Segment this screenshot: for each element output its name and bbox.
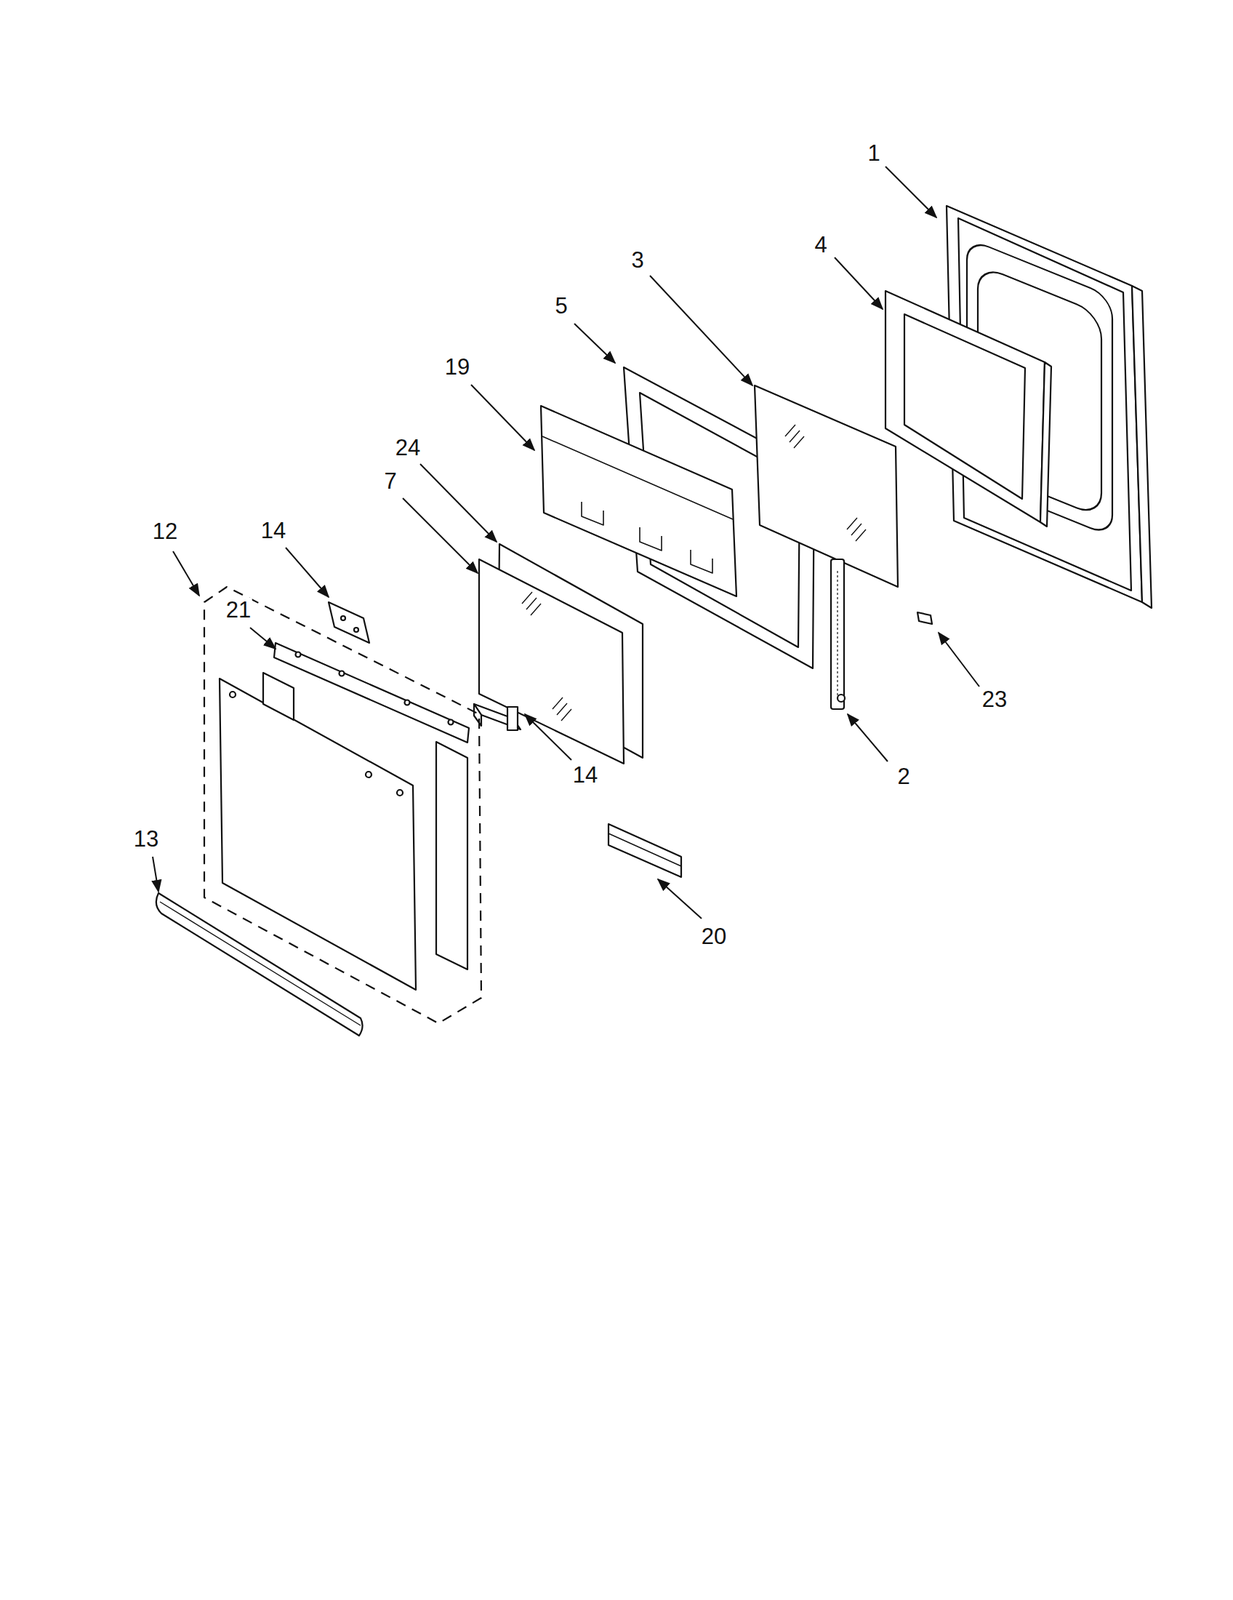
- heat-shield: [540, 405, 737, 597]
- callout-number: 24: [394, 435, 422, 461]
- bracket: [474, 703, 521, 730]
- callout-number: 20: [700, 924, 728, 949]
- door-panel-edge: [1131, 285, 1152, 608]
- door-frame-edge: [1040, 362, 1052, 527]
- callout-number: 12: [151, 519, 179, 544]
- callout-number: 14: [571, 762, 600, 788]
- heat-shield-bend: [542, 436, 733, 573]
- callout-number: 7: [382, 468, 398, 494]
- callout-number: 23: [980, 687, 1009, 712]
- door-frame-inner: [904, 314, 1026, 499]
- handle-trim: [156, 892, 363, 1036]
- callout-number: 4: [812, 232, 829, 258]
- panel-tab: [263, 672, 294, 720]
- bracket: [474, 703, 482, 726]
- glass-reflection: [521, 591, 572, 721]
- callout-number: 3: [629, 247, 645, 273]
- callout-number: 21: [224, 597, 253, 623]
- glass-reflection: [785, 424, 866, 541]
- handle-trim-edge: [159, 901, 361, 1026]
- side-strip: [436, 741, 468, 970]
- door-frame: [885, 290, 1045, 522]
- callout-number: 2: [895, 764, 911, 789]
- door-hinge: [830, 559, 845, 709]
- callout-number: 14: [259, 518, 288, 544]
- trim-strip-edge: [608, 833, 682, 866]
- outer-panel: [219, 678, 416, 990]
- bracket-face: [507, 706, 518, 730]
- callout-number: 1: [865, 141, 882, 166]
- hinge-pin: [837, 694, 845, 702]
- hinge-detail: [836, 570, 838, 698]
- callout-number: 5: [553, 293, 569, 319]
- clip: [917, 612, 933, 624]
- leader-lines: [152, 166, 980, 919]
- bracket: [328, 601, 370, 643]
- mounting-strip: [274, 642, 469, 743]
- callout-number: 13: [132, 826, 160, 852]
- glass-pane: [754, 385, 898, 587]
- callout-number: 19: [443, 354, 472, 380]
- trim-strip: [608, 823, 682, 877]
- glass-pane: [479, 559, 624, 764]
